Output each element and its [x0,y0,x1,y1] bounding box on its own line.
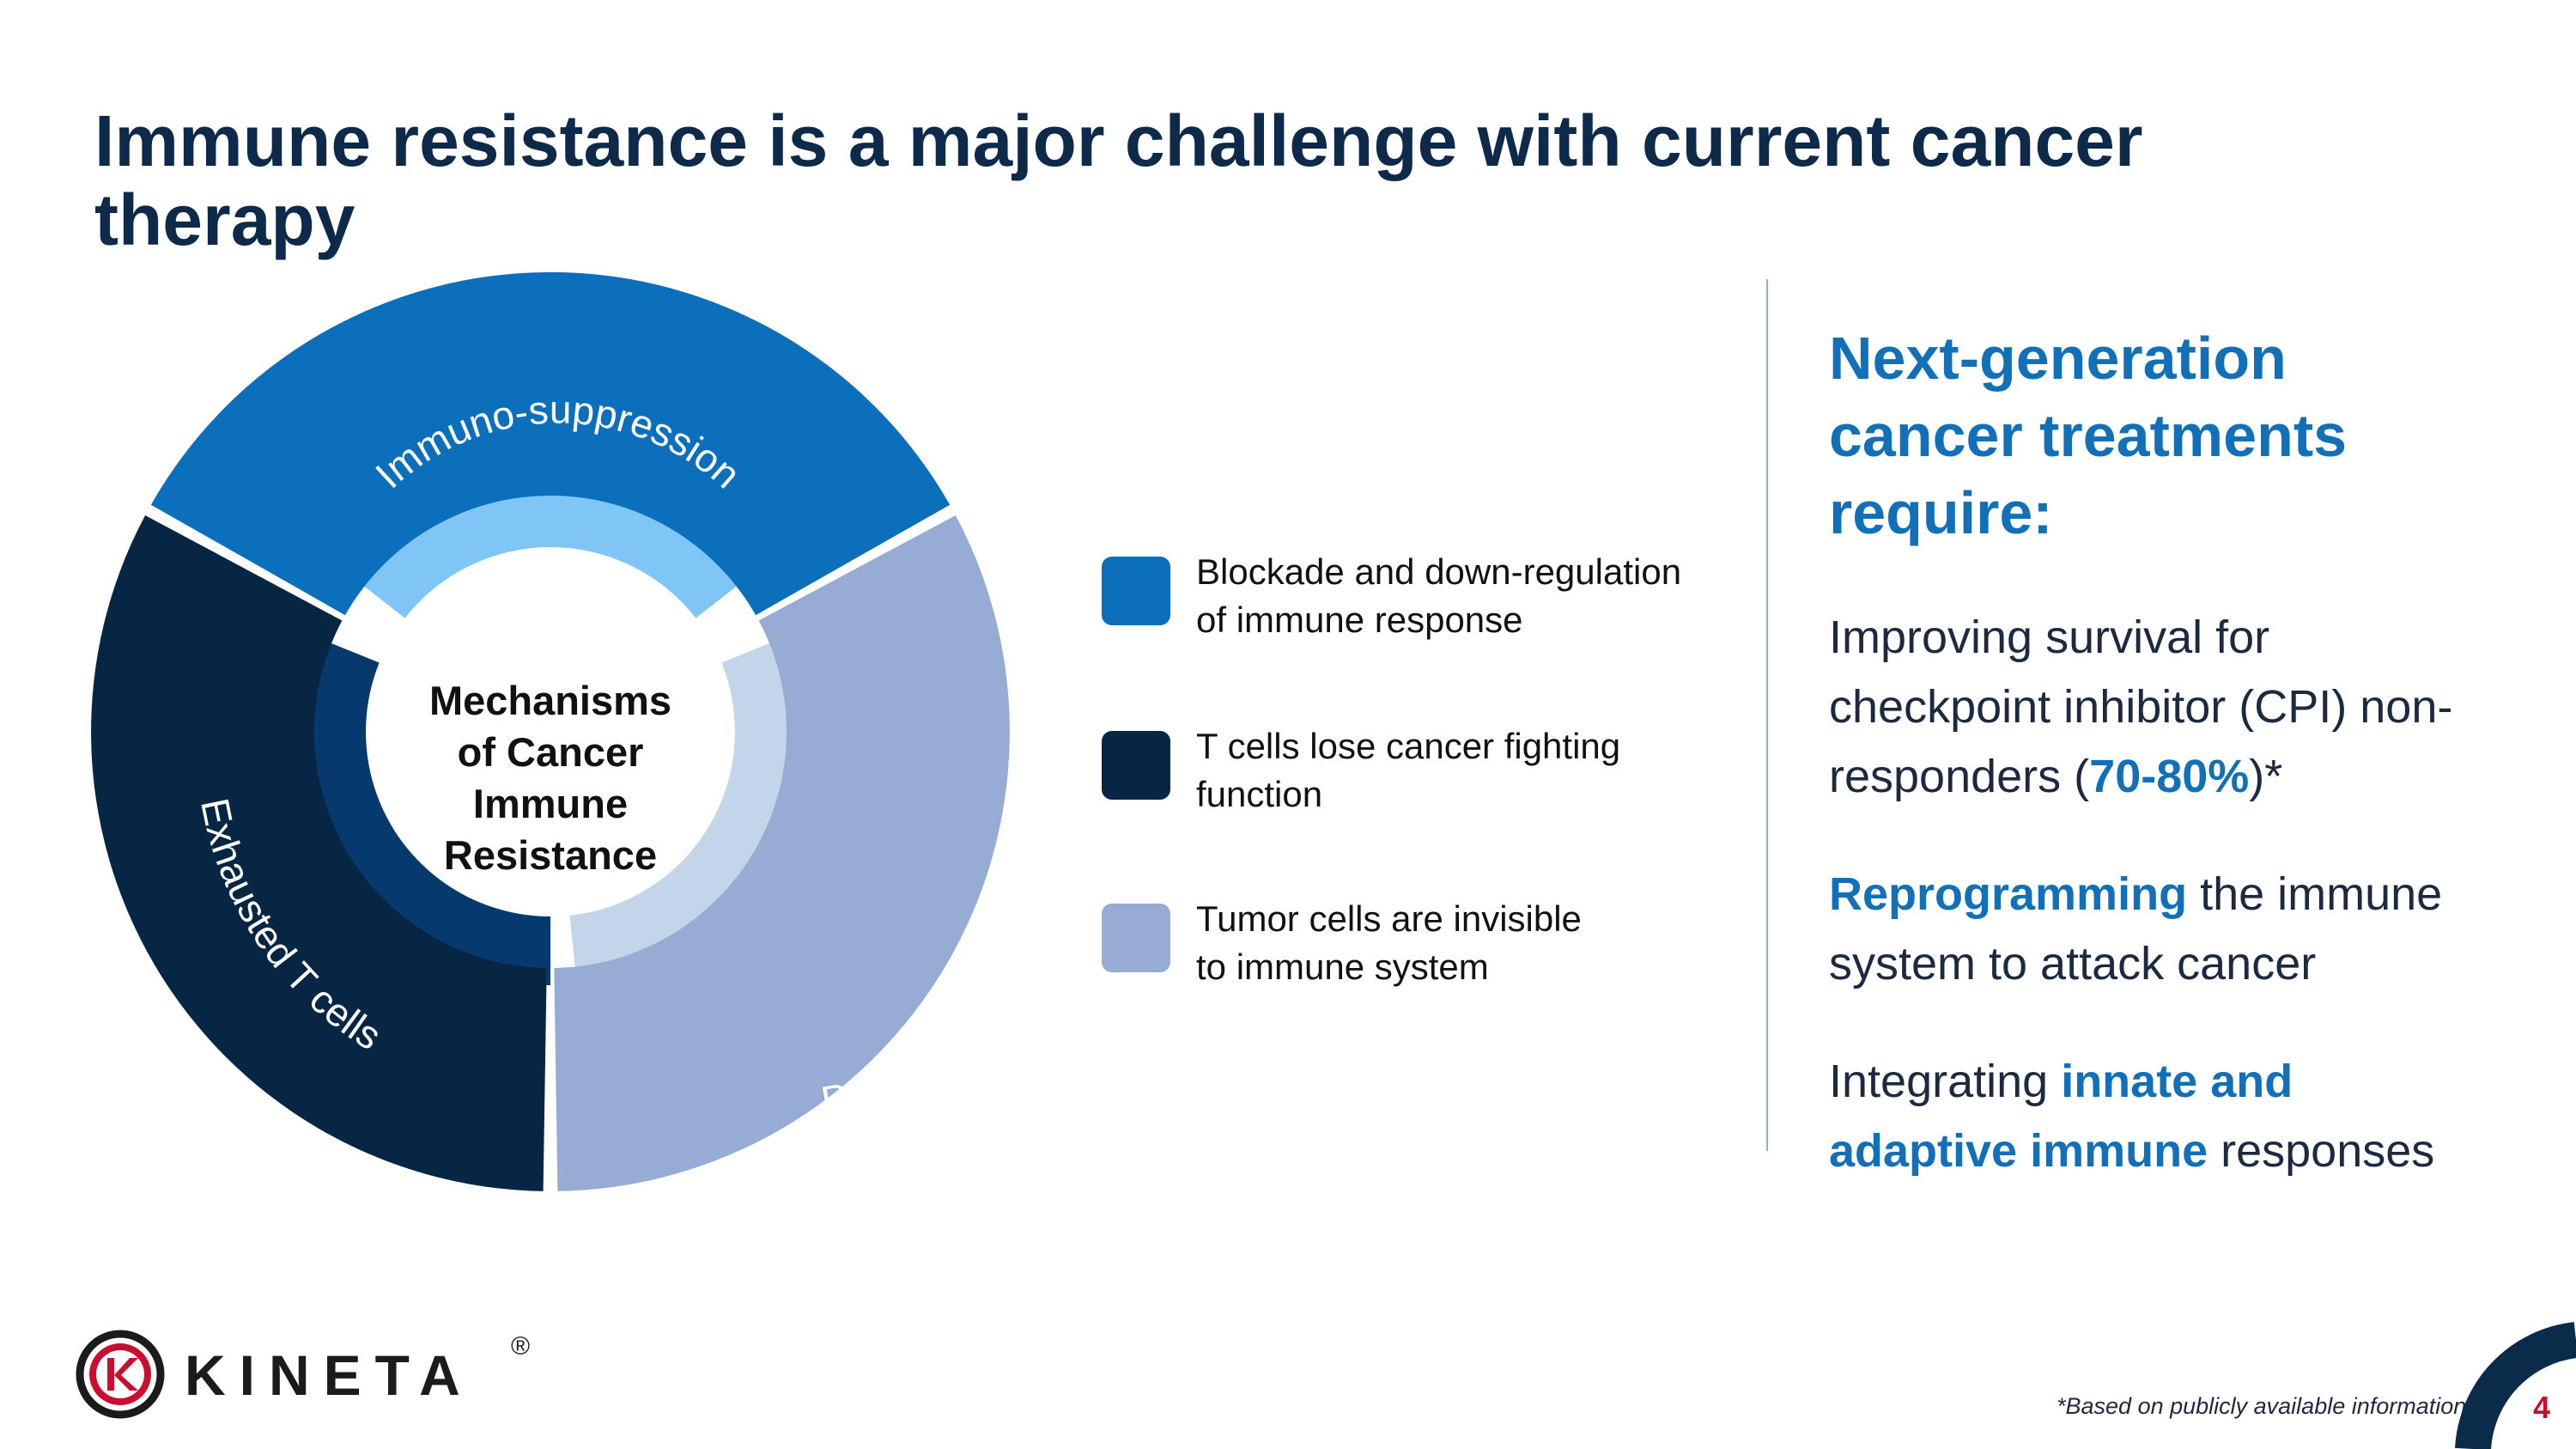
requirement-item-reprogramming: Reprogramming the immune system to attac… [1829,860,2533,999]
center-label-line-4: Resistance [444,832,657,878]
requirement-reprogramming-text: the immune [2187,868,2443,920]
requirement-item-survival: Improving survival for checkpoint inhibi… [1829,603,2533,812]
legend-item-tumor-cells: Tumor cells are invisible to immune syst… [1102,898,1754,1007]
requirement-survival-text: responders ( [1829,751,2090,802]
requirements-heading: Next-generation cancer treatments requir… [1829,320,2533,551]
vertical-divider [1766,279,1768,1151]
legend-item-t-cells: T cells lose cancer fighting function [1102,726,1754,834]
segment-immunosuppression-outer [150,271,951,616]
legend-label-tumor-cells: Tumor cells are invisible to immune syst… [1196,895,1582,991]
requirements-heading-line-2: cancer treatments [1829,402,2348,469]
legend-label-t-cells-line-2: function [1196,774,1323,814]
kineta-logo-icon [76,1330,165,1419]
requirement-reprogramming-highlight: Reprogramming [1829,868,2188,920]
kineta-logo: KINETA ® [73,1327,530,1422]
requirement-integrating-text: Integrating [1829,1056,2062,1107]
center-label-line-2: of Cancer [458,729,644,775]
kineta-logo-wordmark: KINETA [185,1343,474,1407]
center-label-line-3: Immune [473,781,628,826]
requirement-integrating-highlight-1: innate and [2061,1056,2293,1107]
requirement-reprogramming-line-1: Reprogramming the immune [1829,860,2533,929]
requirement-survival-line-3: responders (70-80%)* [1829,742,2533,812]
segment-poor-immunogenicity-inner [569,636,804,984]
requirement-integrating-line-1: Integrating innate and [1829,1047,2533,1117]
legend-swatch-blockade [1102,557,1170,625]
legend-label-t-cells: T cells lose cancer fighting function [1196,722,1620,819]
requirements-panel: Next-generation cancer treatments requir… [1829,320,2533,1234]
slide-title: Immune resistance is a major challenge w… [94,100,2143,260]
legend-swatch-t-cells [1102,731,1170,800]
legend-label-blockade-line-2: of immune response [1196,600,1523,640]
requirement-item-integrating: Integrating innate and adaptive immune r… [1829,1047,2533,1186]
requirements-heading-line-1: Next-generation [1829,325,2287,392]
center-label-line-1: Mechanisms [429,678,671,723]
legend-label-t-cells-line-1: T cells lose cancer fighting [1196,726,1621,766]
requirement-survival-line-2: checkpoint inhibitor (CPI) non- [1829,681,2453,733]
mechanisms-donut-diagram: Immuno-suppression Poor tumor immunogeni… [91,271,1059,1191]
legend-label-tumor-cells-line-1: Tumor cells are invisible [1196,898,1582,939]
legend-item-blockade: Blockade and down-regulation of immune r… [1102,551,1754,660]
registered-mark: ® [511,1332,531,1361]
legend-label-blockade-line-1: Blockade and down-regulation [1196,551,1682,592]
requirement-survival-highlight: 70-80% [2089,751,2250,802]
center-label: Mechanisms of Cancer Immune Resistance [429,678,671,878]
segment-poor-immunogenicity-outer [554,515,1010,1191]
corner-decoration-arc [2455,1322,2576,1449]
requirement-survival-suffix: )* [2249,751,2283,802]
legend-swatch-tumor-cells [1102,904,1170,972]
legend-label-blockade: Blockade and down-regulation of immune r… [1196,548,1681,644]
page-number: 4 [2533,1390,2551,1425]
requirement-integrating-highlight-2: adaptive immune [1829,1125,2208,1177]
requirement-survival-line-1: Improving survival for [1829,612,2270,663]
requirements-heading-line-3: require: [1829,479,2053,546]
requirement-integrating-suffix: responses [2208,1125,2435,1177]
requirement-integrating-line-2: adaptive immune responses [1829,1117,2533,1186]
segment-exhausted-t-cells-outer [91,515,547,1191]
footnote: *Based on publicly available information [2057,1393,2467,1419]
legend-label-tumor-cells-line-2: to immune system [1196,947,1489,987]
requirement-reprogramming-line-2: system to attack cancer [1829,938,2317,989]
